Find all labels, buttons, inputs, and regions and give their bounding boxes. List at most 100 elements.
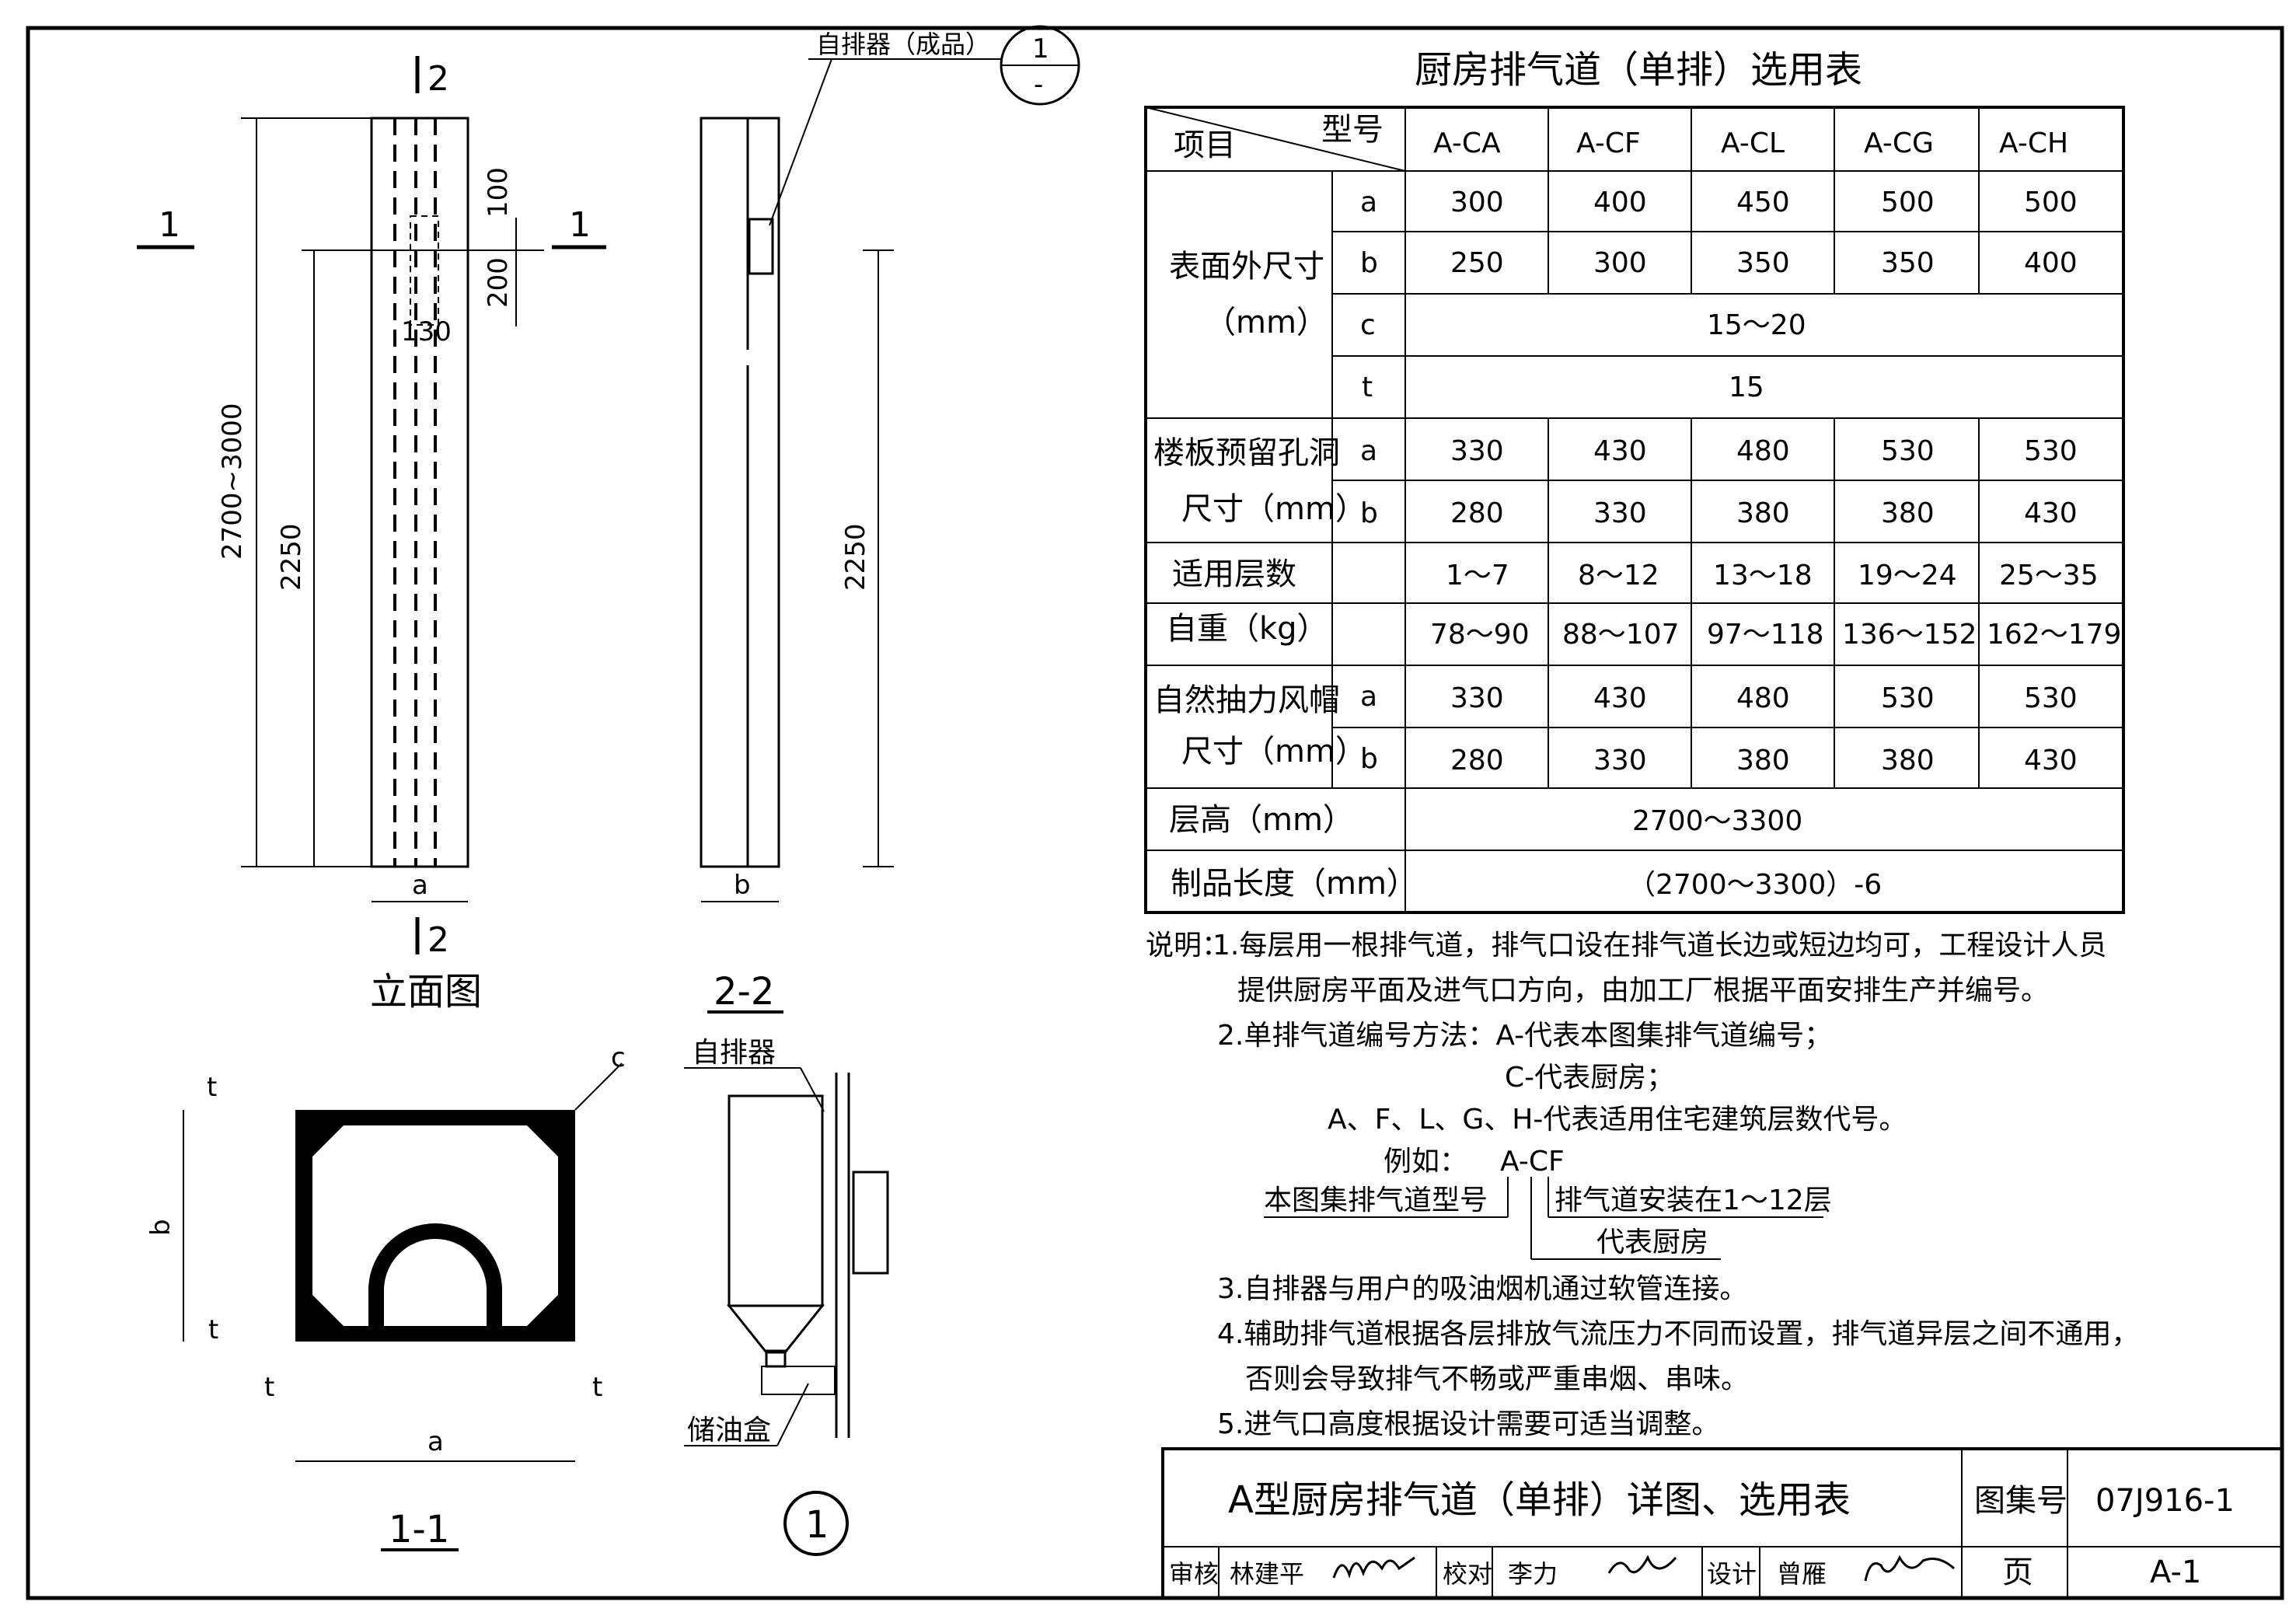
exhaust-hopper — [726, 1304, 825, 1354]
design-label: 设计 — [1707, 1559, 1757, 1589]
sub-label: t — [1362, 372, 1373, 403]
model-header: A-CL — [1721, 127, 1785, 159]
detail-1-view: 自排器 储油盒 1 — [684, 1037, 889, 1556]
model-header: A-CF — [1576, 127, 1641, 159]
section-mark-1-left-label: 1 — [159, 205, 180, 245]
table-cell: 2700～3300 — [1632, 805, 1802, 837]
dim-a-label: a — [427, 1426, 444, 1457]
note-code: A-CF — [1500, 1146, 1565, 1178]
exhaust-device — [748, 218, 774, 275]
row-group-label: 自然抽力风帽 — [1153, 682, 1340, 718]
table-cell: 300 — [1593, 247, 1647, 279]
table-cell: 380 — [1881, 497, 1935, 529]
dim-leader — [574, 1062, 623, 1111]
row-group-label: （mm） — [1205, 305, 1328, 340]
table-cell: 97～118 — [1707, 619, 1824, 651]
inlet-opening — [410, 215, 439, 326]
notes: 说明： 1.每层用一根排气道，排气口设在排气道长边或短边均可，工程设计人员 提供… — [1146, 930, 2139, 1440]
dim-t-label: t — [592, 1372, 602, 1403]
table-cell: 250 — [1450, 247, 1504, 279]
auxiliary-flue — [368, 1223, 502, 1337]
table-cell: 13～18 — [1713, 560, 1813, 591]
table-cell: 430 — [1593, 682, 1647, 714]
sheet-border — [26, 26, 2284, 1600]
table-cell: 162～179 — [1987, 619, 2121, 651]
note-line: 3.自排器与用户的吸油烟机通过软管连接。 — [1217, 1273, 1747, 1305]
duct-fillet — [312, 1295, 344, 1326]
header-diagonal — [1145, 106, 1406, 172]
sub-label: c — [1360, 309, 1376, 341]
dim-t-label: t — [207, 1072, 217, 1103]
note-tag: 代表厨房 — [1596, 1226, 1708, 1258]
dim-total-label: 2700~3000 — [217, 403, 248, 560]
dim-b-label: b — [145, 1219, 176, 1236]
table-cell: 400 — [2024, 247, 2078, 279]
notes-lead: 说明： — [1146, 930, 1230, 961]
row-group-label: 尺寸（mm） — [1181, 734, 1366, 769]
model-header: A-CA — [1433, 127, 1501, 159]
review-signature — [1332, 1556, 1415, 1579]
section-2-2-view: 自排器（成品） 1 - 2250 b 2-2 — [700, 25, 1080, 1014]
dim-2250-label: 2250 — [276, 523, 307, 591]
note-tag: 排气道安装在1～12层 — [1555, 1185, 1832, 1216]
table-title: 厨房排气道（单排）选用表 — [1415, 48, 1862, 92]
table-cell: 25～35 — [1999, 560, 2099, 591]
detail-number-circle — [783, 1491, 849, 1556]
row-label: 层高（mm） — [1169, 802, 1354, 838]
table-cell: 88～107 — [1562, 619, 1680, 651]
dim-b-label: b — [734, 870, 751, 901]
table-cell: 136～152 — [1842, 619, 1977, 651]
sub-label: a — [1360, 187, 1377, 218]
selection-table: 厨房排气道（单排）选用表 项目 型号 A-CA A-CF A-CL A-CG — [1144, 48, 2125, 914]
sheet-title: A型厨房排气道（单排）详图、选用表 — [1228, 1478, 1851, 1522]
note-line: 1.每层用一根排气道，排气口设在排气道长边或短边均可，工程设计人员 — [1213, 930, 2106, 961]
detail-number: 1 — [805, 1503, 829, 1547]
table-cell: 530 — [2024, 435, 2078, 467]
table-cell: 430 — [2024, 745, 2078, 776]
table-cell: 280 — [1450, 497, 1504, 529]
note-line: C-代表厨房； — [1505, 1062, 1674, 1094]
table-cell: 500 — [1881, 187, 1935, 218]
oil-tray — [761, 1366, 836, 1395]
note-tag: 本图集排气道型号 — [1264, 1185, 1488, 1216]
elevation-view: 2 2 1 1 2700~3000 2250 100 200 130 a 立面图 — [137, 56, 606, 1014]
table-cell: 8～12 — [1578, 560, 1659, 591]
title-block-frame — [1161, 1447, 2284, 1600]
model-header: A-CG — [1864, 127, 1934, 159]
outlet-box — [852, 1171, 889, 1275]
table-cell: 400 — [1593, 187, 1647, 218]
title-block: A型厨房排气道（单排）详图、选用表 图集号 07J916-1 审核 林建平 校对… — [1161, 1447, 2284, 1600]
note-line: 提供厨房平面及进气口方向，由加工厂根据平面安排生产并编号。 — [1237, 975, 2049, 1007]
sub-label: b — [1360, 247, 1378, 279]
table-cell: （2700～3300）-6 — [1628, 869, 1882, 901]
dim-100-label: 100 — [483, 167, 514, 218]
check-label: 校对 — [1443, 1559, 1492, 1589]
elevation-title: 立面图 — [370, 970, 482, 1014]
table-cell: 530 — [1881, 682, 1935, 714]
corner-model: 型号 — [1321, 112, 1384, 148]
callout-label: 自排器（成品） — [816, 30, 990, 59]
callout-sheet: - — [1034, 69, 1043, 100]
dim-2250-label: 2250 — [840, 523, 871, 591]
dim-130-label: 130 — [401, 316, 452, 347]
callout-number: 1 — [1032, 33, 1049, 65]
leader-line — [776, 1383, 809, 1446]
table-cell: 530 — [2024, 682, 2078, 714]
section-1-1-title: 1-1 — [389, 1508, 449, 1551]
dim-c-label: c — [611, 1042, 626, 1073]
note-line: 否则会导致排气不畅或严重串烟、串味。 — [1245, 1363, 1749, 1395]
table-cell: 450 — [1736, 187, 1790, 218]
table-cell: 480 — [1736, 435, 1790, 467]
check-signature — [1607, 1554, 1677, 1574]
table-cell: 78～90 — [1430, 619, 1530, 651]
corner-item: 项目 — [1174, 127, 1236, 163]
duct-fillet — [527, 1295, 558, 1326]
duct-fillet — [527, 1125, 558, 1157]
table-cell: 330 — [1593, 745, 1647, 776]
table-cell: 500 — [2024, 187, 2078, 218]
table-cell: 15 — [1729, 372, 1764, 403]
table-cell: 300 — [1450, 187, 1504, 218]
sub-label: a — [1360, 681, 1377, 713]
exhaust-housing — [728, 1094, 824, 1307]
table-cell: 350 — [1881, 247, 1935, 279]
